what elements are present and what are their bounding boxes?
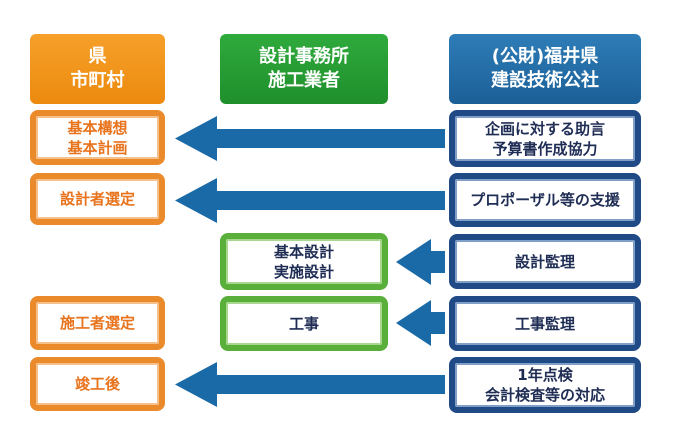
box-planning-advice-line1: 企画に対する助言 bbox=[484, 119, 605, 138]
header-corporation-line2: 建設技術公社 bbox=[491, 70, 599, 91]
box-construction-supervision-label: 工事監理 bbox=[514, 314, 575, 333]
header-corporation-line1: (公財)福井県 bbox=[491, 46, 599, 67]
box-designer-selection: 設計者選定 bbox=[30, 173, 165, 225]
box-post-completion: 1年点検 会計検査等の対応 bbox=[449, 357, 641, 413]
arrow-planning-to-concept bbox=[175, 116, 445, 161]
arrow-supervision-to-construction bbox=[396, 300, 445, 346]
arrow-supervision-to-design bbox=[396, 239, 445, 285]
header-designer: 設計事務所 施工業者 bbox=[220, 34, 388, 104]
header-designer-line2: 施工業者 bbox=[268, 70, 340, 91]
box-construction: 工事 bbox=[220, 296, 388, 351]
header-prefecture-line2: 市町村 bbox=[70, 70, 125, 91]
box-design-supervision: 設計監理 bbox=[449, 234, 641, 289]
box-post-completion-line1: 1年点検 bbox=[517, 366, 573, 384]
box-construction-supervision: 工事監理 bbox=[449, 296, 641, 351]
arrow-inspection-to-completion bbox=[175, 362, 445, 407]
box-completion: 竣工後 bbox=[30, 357, 165, 411]
header-prefecture-line1: 県 bbox=[88, 46, 107, 67]
box-design: 基本設計 実施設計 bbox=[220, 233, 388, 290]
box-design-line1: 基本設計 bbox=[273, 242, 334, 261]
box-designer-selection-label: 設計者選定 bbox=[59, 190, 135, 208]
box-post-completion-line2: 会計検査等の対応 bbox=[484, 386, 605, 404]
box-planning-advice-line2: 予算書作成協力 bbox=[492, 139, 598, 158]
header-corporation: (公財)福井県 建設技術公社 bbox=[449, 34, 641, 104]
box-completion-label: 竣工後 bbox=[74, 375, 120, 393]
box-planning-advice: 企画に対する助言 予算書作成協力 bbox=[449, 110, 641, 167]
header-designer-line1: 設計事務所 bbox=[259, 46, 349, 67]
box-proposal-support: プロポーザル等の支援 bbox=[449, 173, 641, 227]
box-design-line2: 実施設計 bbox=[273, 262, 334, 281]
box-contractor-selection: 施工者選定 bbox=[30, 296, 165, 350]
box-contractor-selection-label: 施工者選定 bbox=[59, 314, 135, 332]
box-concept-line1: 基本構想 bbox=[67, 118, 128, 137]
header-prefecture: 県 市町村 bbox=[30, 34, 165, 104]
box-proposal-support-label: プロポーザル等の支援 bbox=[470, 191, 620, 209]
arrow-proposal-to-selection bbox=[175, 178, 445, 223]
box-concept-planning: 基本構想 基本計画 bbox=[30, 110, 165, 165]
box-construction-label: 工事 bbox=[288, 314, 319, 333]
box-design-supervision-label: 設計監理 bbox=[514, 252, 575, 271]
box-concept-line2: 基本計画 bbox=[67, 138, 128, 157]
